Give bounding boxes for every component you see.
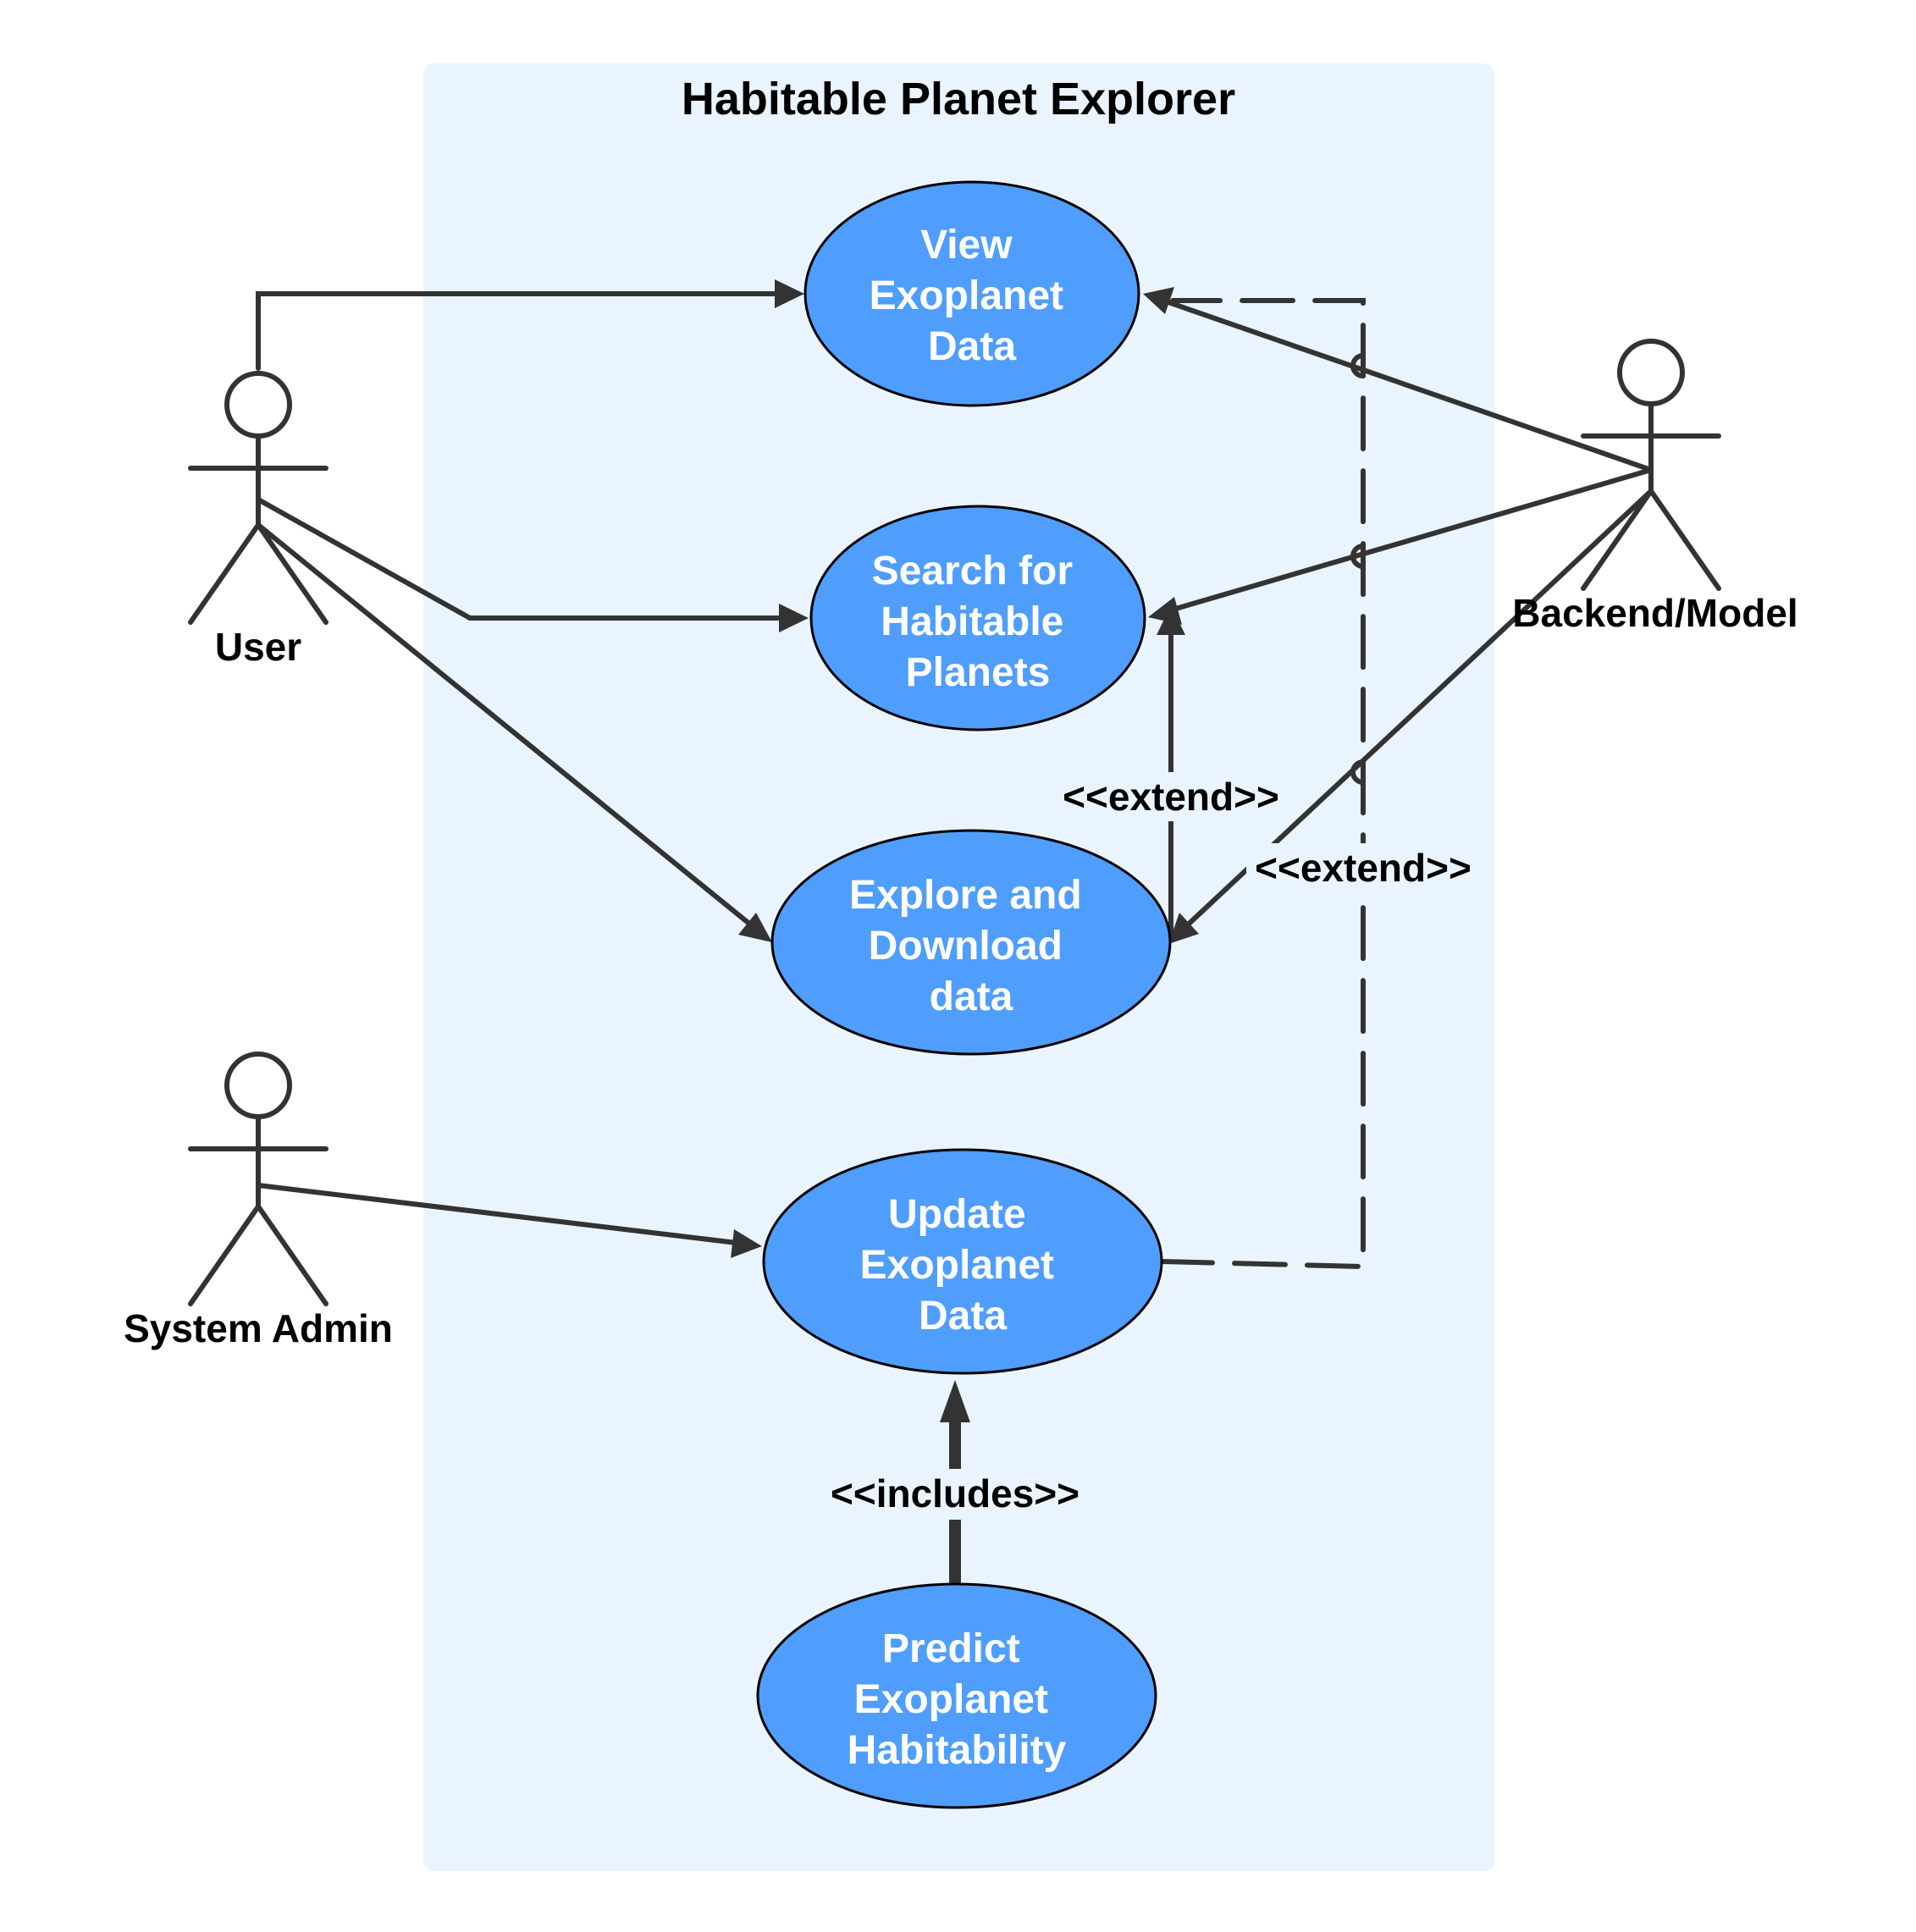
backend-search-association <box>1170 467 1654 612</box>
arrowhead <box>1168 913 1199 944</box>
backend-view-association <box>1166 300 1654 472</box>
use-case-label: Exoplanet <box>854 1677 1048 1722</box>
actor-label: User <box>215 625 301 669</box>
use-case-label: Search for <box>872 549 1073 593</box>
use-case-label: Download <box>869 924 1063 969</box>
use-case-label: Exoplanet <box>860 1243 1054 1288</box>
use-case-label: Planets <box>906 650 1051 695</box>
actor-user[interactable]: User <box>188 371 329 669</box>
user-explore-association <box>256 522 756 930</box>
use-case-label: Habitability <box>848 1728 1067 1773</box>
svg-text:View Exoplanet Dat: View Exoplanet Data <box>870 223 1075 369</box>
svg-text:Update Exoplanet D: Update Exoplanet Data <box>860 1192 1066 1339</box>
stick-figure-icon <box>224 1052 292 1119</box>
admin-update-association <box>256 1183 739 1245</box>
arrowhead <box>731 1229 762 1258</box>
includes-label: <<includes>> <box>831 1471 1079 1515</box>
use-case-view-exoplanet-data[interactable]: View Exoplanet Data <box>803 180 1140 407</box>
use-case-search-habitable-planets[interactable]: Search for Habitable Planets <box>809 505 1146 731</box>
stick-figure-icon <box>1617 339 1685 406</box>
arrowhead <box>940 1380 970 1422</box>
label-bg <box>1246 843 1479 892</box>
use-case-label: Data <box>928 324 1016 369</box>
use-case-label: View <box>920 223 1013 268</box>
stick-figure-icon <box>224 371 292 439</box>
use-case-label: Exoplanet <box>870 273 1063 318</box>
use-case-predict-exoplanet-habitability[interactable]: Predict Exoplanet Habitability <box>756 1582 1157 1809</box>
actor-backend-model[interactable]: Backend/Model <box>1512 339 1798 635</box>
use-case-update-exoplanet-data[interactable]: Update Exoplanet Data <box>762 1148 1163 1375</box>
use-case-label: Update <box>888 1192 1026 1237</box>
label-bg <box>820 1469 1091 1520</box>
svg-text:Explore and Download: Explore and Download data <box>849 873 1093 1019</box>
user-view-association <box>256 291 781 371</box>
label-bg <box>1057 772 1285 821</box>
use-case-label: Predict <box>882 1626 1020 1671</box>
arrowhead <box>775 279 804 308</box>
arrowhead <box>1143 287 1174 314</box>
use-case-explore-download-data[interactable]: Explore and Download data <box>770 829 1172 1056</box>
actor-label: Backend/Model <box>1512 591 1797 635</box>
actor-system-admin[interactable]: System Admin <box>124 1052 393 1350</box>
extend-label-1: <<extend>> <box>1063 775 1279 819</box>
system-title: Habitable Planet Explorer <box>682 74 1235 124</box>
arrowhead <box>738 913 772 942</box>
svg-text:Search for Habitable: Search for Habitable Planets <box>872 549 1085 695</box>
arrowhead <box>1157 605 1185 635</box>
use-case-label: data <box>930 974 1013 1019</box>
use-case-label: Habitable <box>881 599 1063 644</box>
user-search-association <box>256 497 786 621</box>
use-case-label: Explore and <box>849 873 1082 918</box>
svg-text:Predict Exoplanet: Predict Exoplanet Habitability <box>848 1626 1067 1773</box>
actor-label: System Admin <box>124 1306 393 1350</box>
arrowhead <box>779 604 809 632</box>
use-case-label: Data <box>919 1294 1007 1339</box>
extend-label-2: <<extend>> <box>1255 846 1472 890</box>
